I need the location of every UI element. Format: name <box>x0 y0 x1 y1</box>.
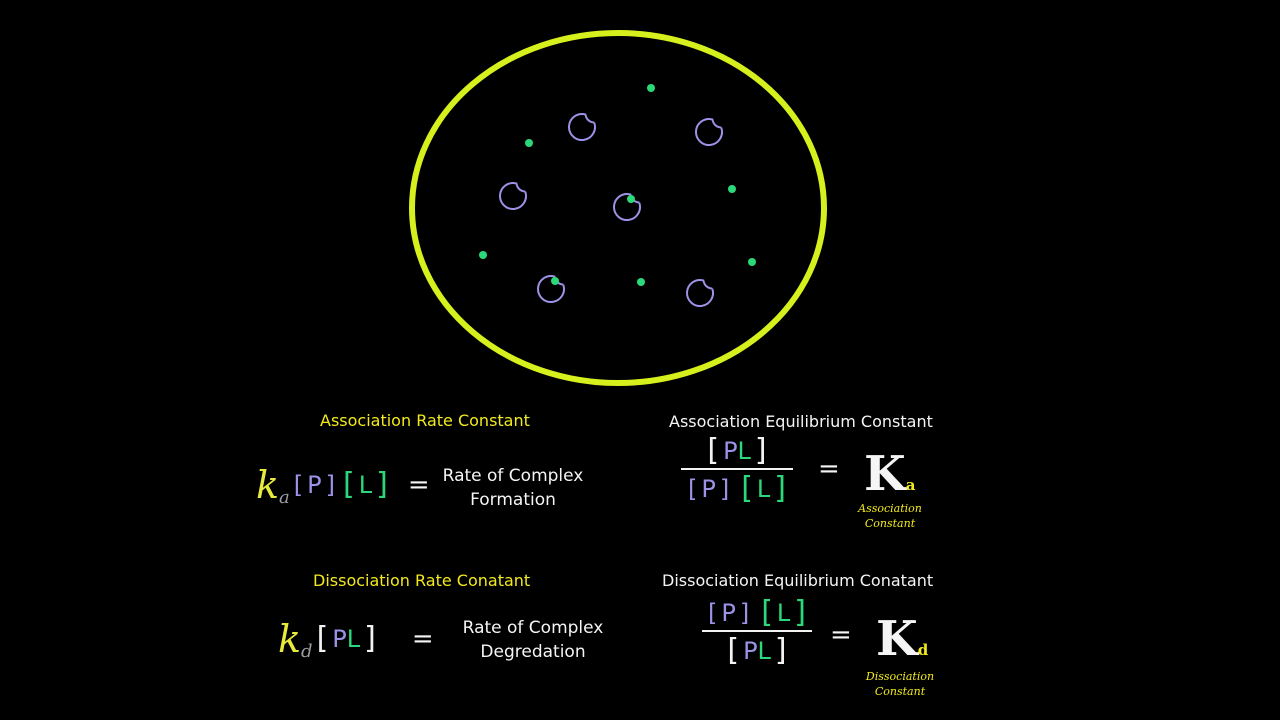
dissociation-constant-subscript: d <box>917 641 929 659</box>
ligand-concentration: [L] <box>343 467 388 502</box>
protein-receptor-icon <box>499 182 527 210</box>
association-constant-label: Association Constant <box>858 502 922 530</box>
rate-constant-subscript: d <box>301 640 313 662</box>
association-constant-subscript: a <box>905 476 916 494</box>
rate-constant-subscript: a <box>279 486 290 508</box>
ligand-dot <box>647 84 655 92</box>
equals-sign: = <box>407 470 430 500</box>
dissociation-constant-symbol: Kd <box>876 611 929 667</box>
fraction-bar <box>702 630 812 632</box>
protein-concentration: [P] <box>293 471 335 499</box>
ligand-dot <box>728 185 736 193</box>
protein-receptor-icon <box>695 118 723 146</box>
equals-sign: = <box>818 454 840 484</box>
free-species-concentration: [P] [L] <box>707 595 807 630</box>
ligand-dot <box>748 258 756 266</box>
dissociation-equilibrium-title: Dissociation Equilibrium Conatant <box>662 571 934 590</box>
association-rate-equation: k a [P] [L] = <box>256 463 430 508</box>
association-constant-symbol: Ka <box>864 446 916 502</box>
association-rate-description: Rate of Complex Formation <box>442 466 584 510</box>
protein-receptor-icon <box>613 193 641 221</box>
association-equilibrium-title: Association Equilibrium Constant <box>669 412 933 431</box>
fraction-bar <box>681 468 793 470</box>
ligand-dot <box>525 139 533 147</box>
free-species-concentration: [P] [L] <box>687 471 787 506</box>
cell-membrane <box>409 30 827 386</box>
rate-constant-k: k <box>256 463 280 507</box>
protein-receptor-icon <box>568 113 596 141</box>
protein-receptor-icon <box>686 279 714 307</box>
equals-sign: = <box>411 624 434 654</box>
equals-sign: = <box>830 620 852 650</box>
cell-diagram <box>409 30 827 386</box>
bound-ligand-dot <box>551 277 559 285</box>
dissociation-rate-title: Dissociation Rate Conatant <box>313 571 531 590</box>
association-rate-title: Association Rate Constant <box>320 411 530 430</box>
ligand-dot <box>479 251 487 259</box>
dissociation-constant-label: Dissociation Constant <box>865 670 935 698</box>
protein-receptor-icon <box>537 275 565 303</box>
rate-constant-k: k <box>278 617 302 661</box>
dissociation-rate-description: Rate of Complex Degredation <box>462 618 604 662</box>
ligand-dot <box>637 278 645 286</box>
bound-ligand-dot <box>627 195 635 203</box>
